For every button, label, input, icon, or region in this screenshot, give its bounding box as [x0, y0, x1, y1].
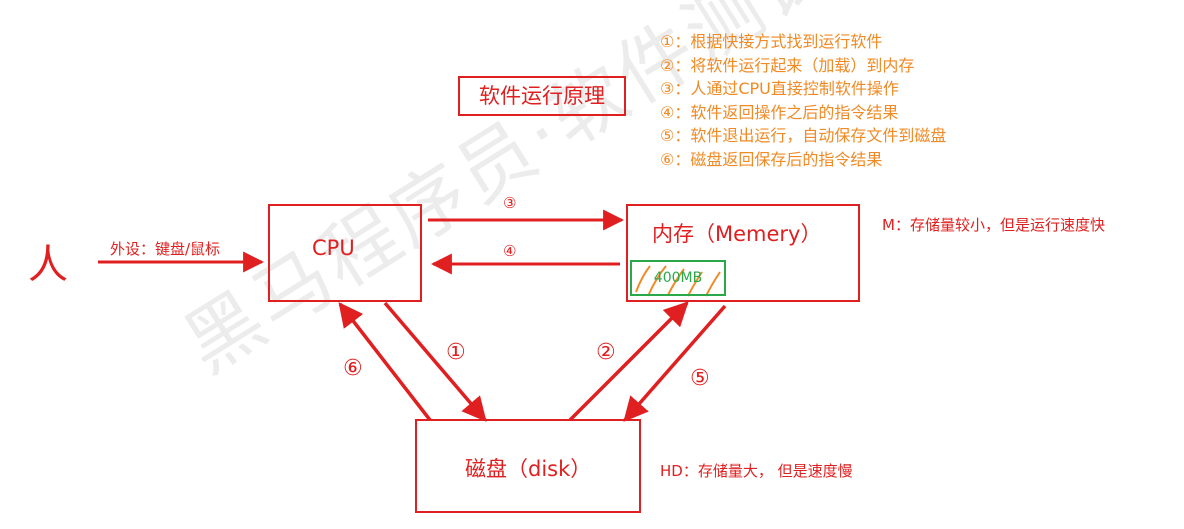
peripheral-label: 外设：键盘/鼠标: [110, 240, 221, 258]
person-label: 人: [28, 242, 68, 288]
arrow-label-5: ⑤: [690, 366, 710, 391]
memory-usage-hatching: [635, 265, 721, 297]
arrow-label-4: ④: [503, 242, 517, 260]
arrow-cpu-to-disk: [383, 301, 487, 422]
memory-usage-block: 400MB: [630, 260, 726, 296]
arrow-label-1: ①: [446, 340, 466, 365]
cpu-box: CPU: [268, 204, 422, 302]
cpu-label: CPU: [312, 236, 355, 260]
arrow-label-6: ⑥: [343, 356, 363, 381]
diagram-title: 软件运行原理: [458, 76, 626, 116]
arrow-disk-to-cpu: [338, 302, 432, 422]
step-4: ④：软件返回操作之后的指令结果: [660, 102, 899, 122]
step-list: ①：根据快接方式找到运行软件 ②：将软件运行起来（加载）到内存 ③：人通过CPU…: [660, 30, 946, 171]
step-1: ①：根据快接方式找到运行软件: [660, 32, 883, 51]
step-2: ②：将软件运行起来（加载）到内存: [660, 55, 915, 75]
disk-label: 磁盘（disk）: [465, 457, 592, 481]
arrow-memory-to-disk: [623, 304, 727, 422]
step-3: ③：人通过CPU直接控制软件操作: [660, 79, 899, 98]
memory-box: 内存（Memery） 400MB: [626, 204, 860, 302]
disk-box: 磁盘（disk）: [415, 419, 641, 513]
step-6: ⑥：磁盘返回保存后的指令结果: [660, 149, 883, 169]
arrow-label-2: ②: [596, 340, 616, 365]
memory-label: 内存（Memery）: [652, 222, 822, 246]
step-5: ⑤：软件退出运行，自动保存文件到磁盘: [660, 126, 947, 145]
arrow-disk-to-memory: [568, 301, 689, 422]
arrow-label-3: ③: [503, 194, 517, 212]
disk-note: HD：存储量大， 但是速度慢: [660, 462, 853, 480]
memory-note: M：存储量较小，但是运行速度快: [882, 216, 1105, 234]
